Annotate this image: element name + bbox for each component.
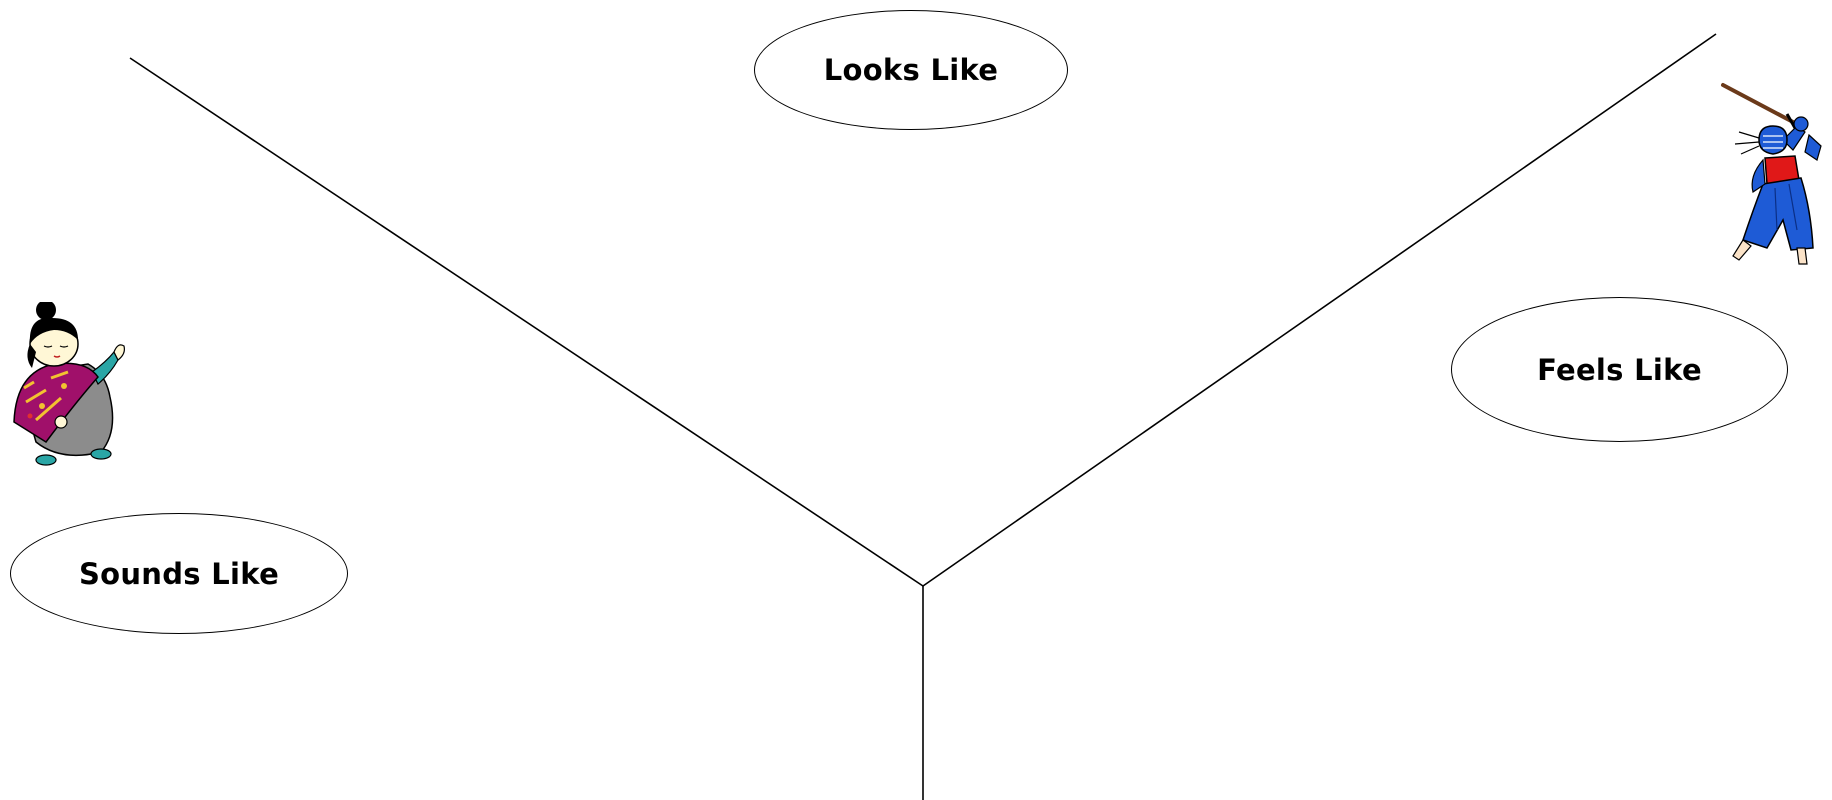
looks-like-label: Looks Like xyxy=(824,53,999,87)
feels-like-label: Feels Like xyxy=(1537,353,1702,387)
feels-like-bubble: Feels Like xyxy=(1451,297,1788,442)
sounds-like-bubble: Sounds Like xyxy=(10,513,348,634)
kendo-swordsman-icon xyxy=(1713,80,1828,272)
looks-like-bubble: Looks Like xyxy=(754,10,1068,130)
geisha-with-fan-icon xyxy=(6,302,132,472)
sounds-like-label: Sounds Like xyxy=(79,557,279,591)
y-chart-left-arm xyxy=(130,58,923,586)
